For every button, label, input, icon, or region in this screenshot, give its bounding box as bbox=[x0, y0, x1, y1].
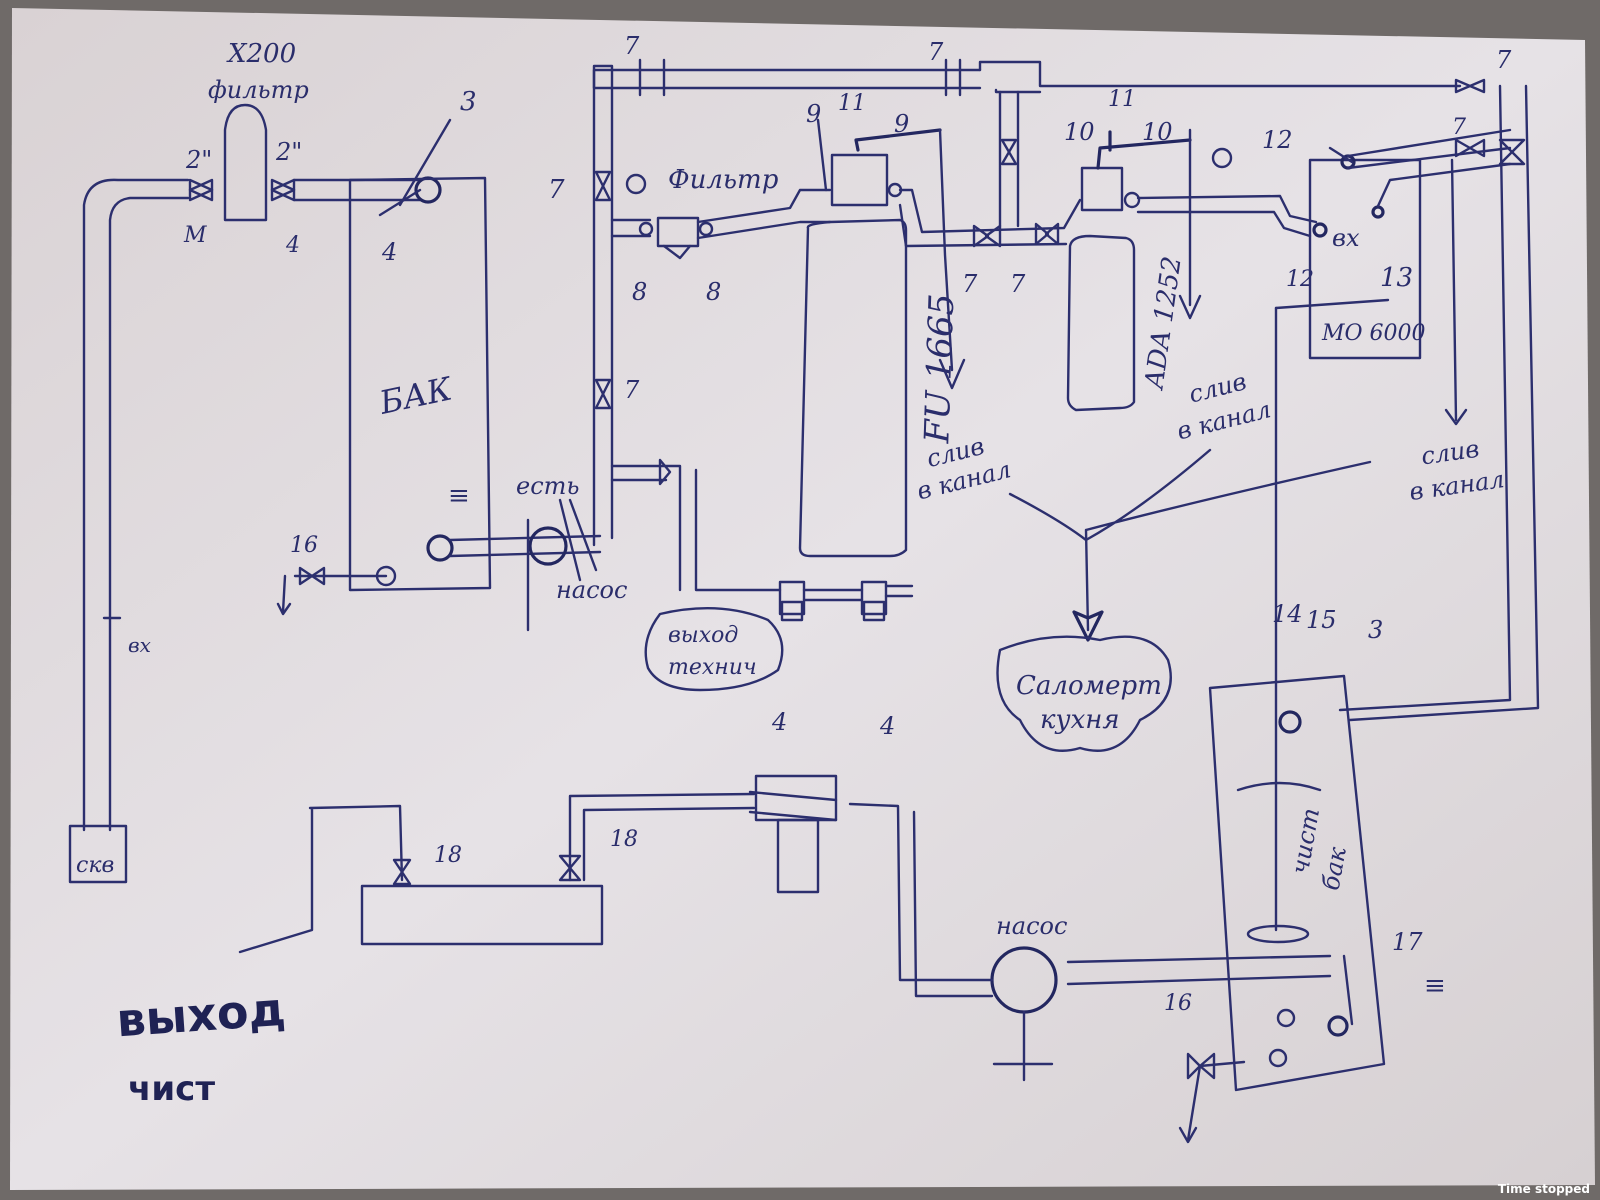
num-9b: 9 bbox=[894, 110, 909, 138]
num-7b: 7 bbox=[624, 376, 640, 404]
out-clean-1: выход bbox=[115, 982, 287, 1048]
num-7d: 7 bbox=[928, 38, 944, 66]
sewage-2: кухня bbox=[1040, 705, 1120, 735]
num-4a: 4 bbox=[285, 233, 300, 258]
num-15: 15 bbox=[1306, 606, 1337, 634]
num-7h: 7 bbox=[1452, 115, 1466, 140]
num-7a: 7 bbox=[548, 175, 565, 205]
gauge-2 bbox=[1211, 147, 1233, 169]
well-box bbox=[68, 824, 128, 884]
gauge-1 bbox=[625, 173, 647, 195]
num-17: 17 bbox=[1392, 928, 1423, 956]
num-7g: 7 bbox=[1496, 46, 1512, 74]
well-label: скв bbox=[76, 853, 114, 878]
num-18a: 18 bbox=[434, 843, 462, 868]
fu-unit-label: FU 1665 bbox=[917, 293, 962, 445]
num-8a: 8 bbox=[632, 278, 647, 306]
clean-tank-inlet bbox=[1278, 710, 1302, 734]
num-14: 14 bbox=[1272, 600, 1303, 628]
filter-label: Фильтр bbox=[668, 165, 779, 195]
time-stopped-badge: Time stopped bbox=[1497, 1182, 1590, 1196]
num-9a: 9 bbox=[806, 100, 821, 128]
ada-vessel bbox=[1066, 234, 1136, 412]
num-4c: 4 bbox=[771, 708, 787, 736]
num-8b: 8 bbox=[706, 278, 721, 306]
size-left: 2" bbox=[185, 146, 212, 174]
well-pipe bbox=[82, 178, 190, 832]
num-outlet-mark: ≡ bbox=[448, 481, 470, 511]
coarse-filter-word: фильтр bbox=[208, 76, 309, 104]
num-10b: 10 bbox=[1142, 118, 1173, 146]
clean-tank bbox=[1208, 674, 1386, 1092]
pump-top-label: насос bbox=[556, 576, 627, 604]
sewage-1: Саломерт bbox=[1016, 671, 1162, 701]
num-17-mark: ≡ bbox=[1424, 971, 1446, 1001]
return-pipe bbox=[1338, 78, 1540, 722]
pump-exists: есть bbox=[516, 472, 579, 500]
paper-sheet bbox=[10, 8, 1595, 1190]
top-pump bbox=[528, 526, 568, 566]
num-4b: 4 bbox=[381, 238, 397, 266]
num-3b: 3 bbox=[1368, 616, 1383, 644]
tank-outlet-port bbox=[426, 534, 454, 562]
num-16a: 16 bbox=[290, 533, 318, 558]
fu-head bbox=[830, 153, 889, 207]
riser-pipe bbox=[592, 58, 982, 547]
tech-out-1: выход bbox=[668, 623, 738, 648]
sewage-bubble bbox=[996, 635, 1172, 752]
num-16b: 16 bbox=[1164, 991, 1192, 1016]
sediment-filter bbox=[656, 216, 700, 248]
tech-out-2: технич bbox=[668, 655, 757, 680]
output-manifold bbox=[360, 884, 604, 946]
tech-outlet-bubble bbox=[644, 607, 784, 692]
tech-outlet-branch bbox=[610, 458, 914, 622]
num-7c: 7 bbox=[624, 32, 640, 60]
pump-bottom-label: насос bbox=[996, 912, 1067, 940]
num-4d: 4 bbox=[879, 712, 895, 740]
size-right: 2" bbox=[275, 138, 302, 166]
pipe-in-label: вх bbox=[128, 633, 151, 657]
num-11b: 11 bbox=[1108, 87, 1136, 112]
mo-unit-label: MO 6000 bbox=[1321, 321, 1426, 346]
num-11a: 11 bbox=[838, 91, 866, 116]
mo-unit bbox=[1308, 158, 1422, 360]
num-7f: 7 bbox=[1010, 270, 1026, 298]
ada-head bbox=[1080, 166, 1124, 212]
num-3a: 3 bbox=[460, 87, 477, 117]
out-clean-2: чист bbox=[128, 1069, 215, 1109]
coarse-filter bbox=[188, 103, 296, 222]
m-mark: М bbox=[183, 223, 207, 248]
num-12a: 12 bbox=[1262, 126, 1293, 154]
num-13: 13 bbox=[1380, 263, 1413, 293]
coarse-filter-name: Х200 bbox=[226, 39, 296, 69]
main-tank bbox=[348, 176, 492, 592]
num-10a: 10 bbox=[1064, 118, 1095, 146]
fu-vessel bbox=[798, 218, 908, 558]
num-7e: 7 bbox=[962, 270, 978, 298]
num-18b: 18 bbox=[610, 827, 638, 852]
in-short-label: вх bbox=[1332, 224, 1360, 252]
intake-float bbox=[1246, 924, 1310, 944]
